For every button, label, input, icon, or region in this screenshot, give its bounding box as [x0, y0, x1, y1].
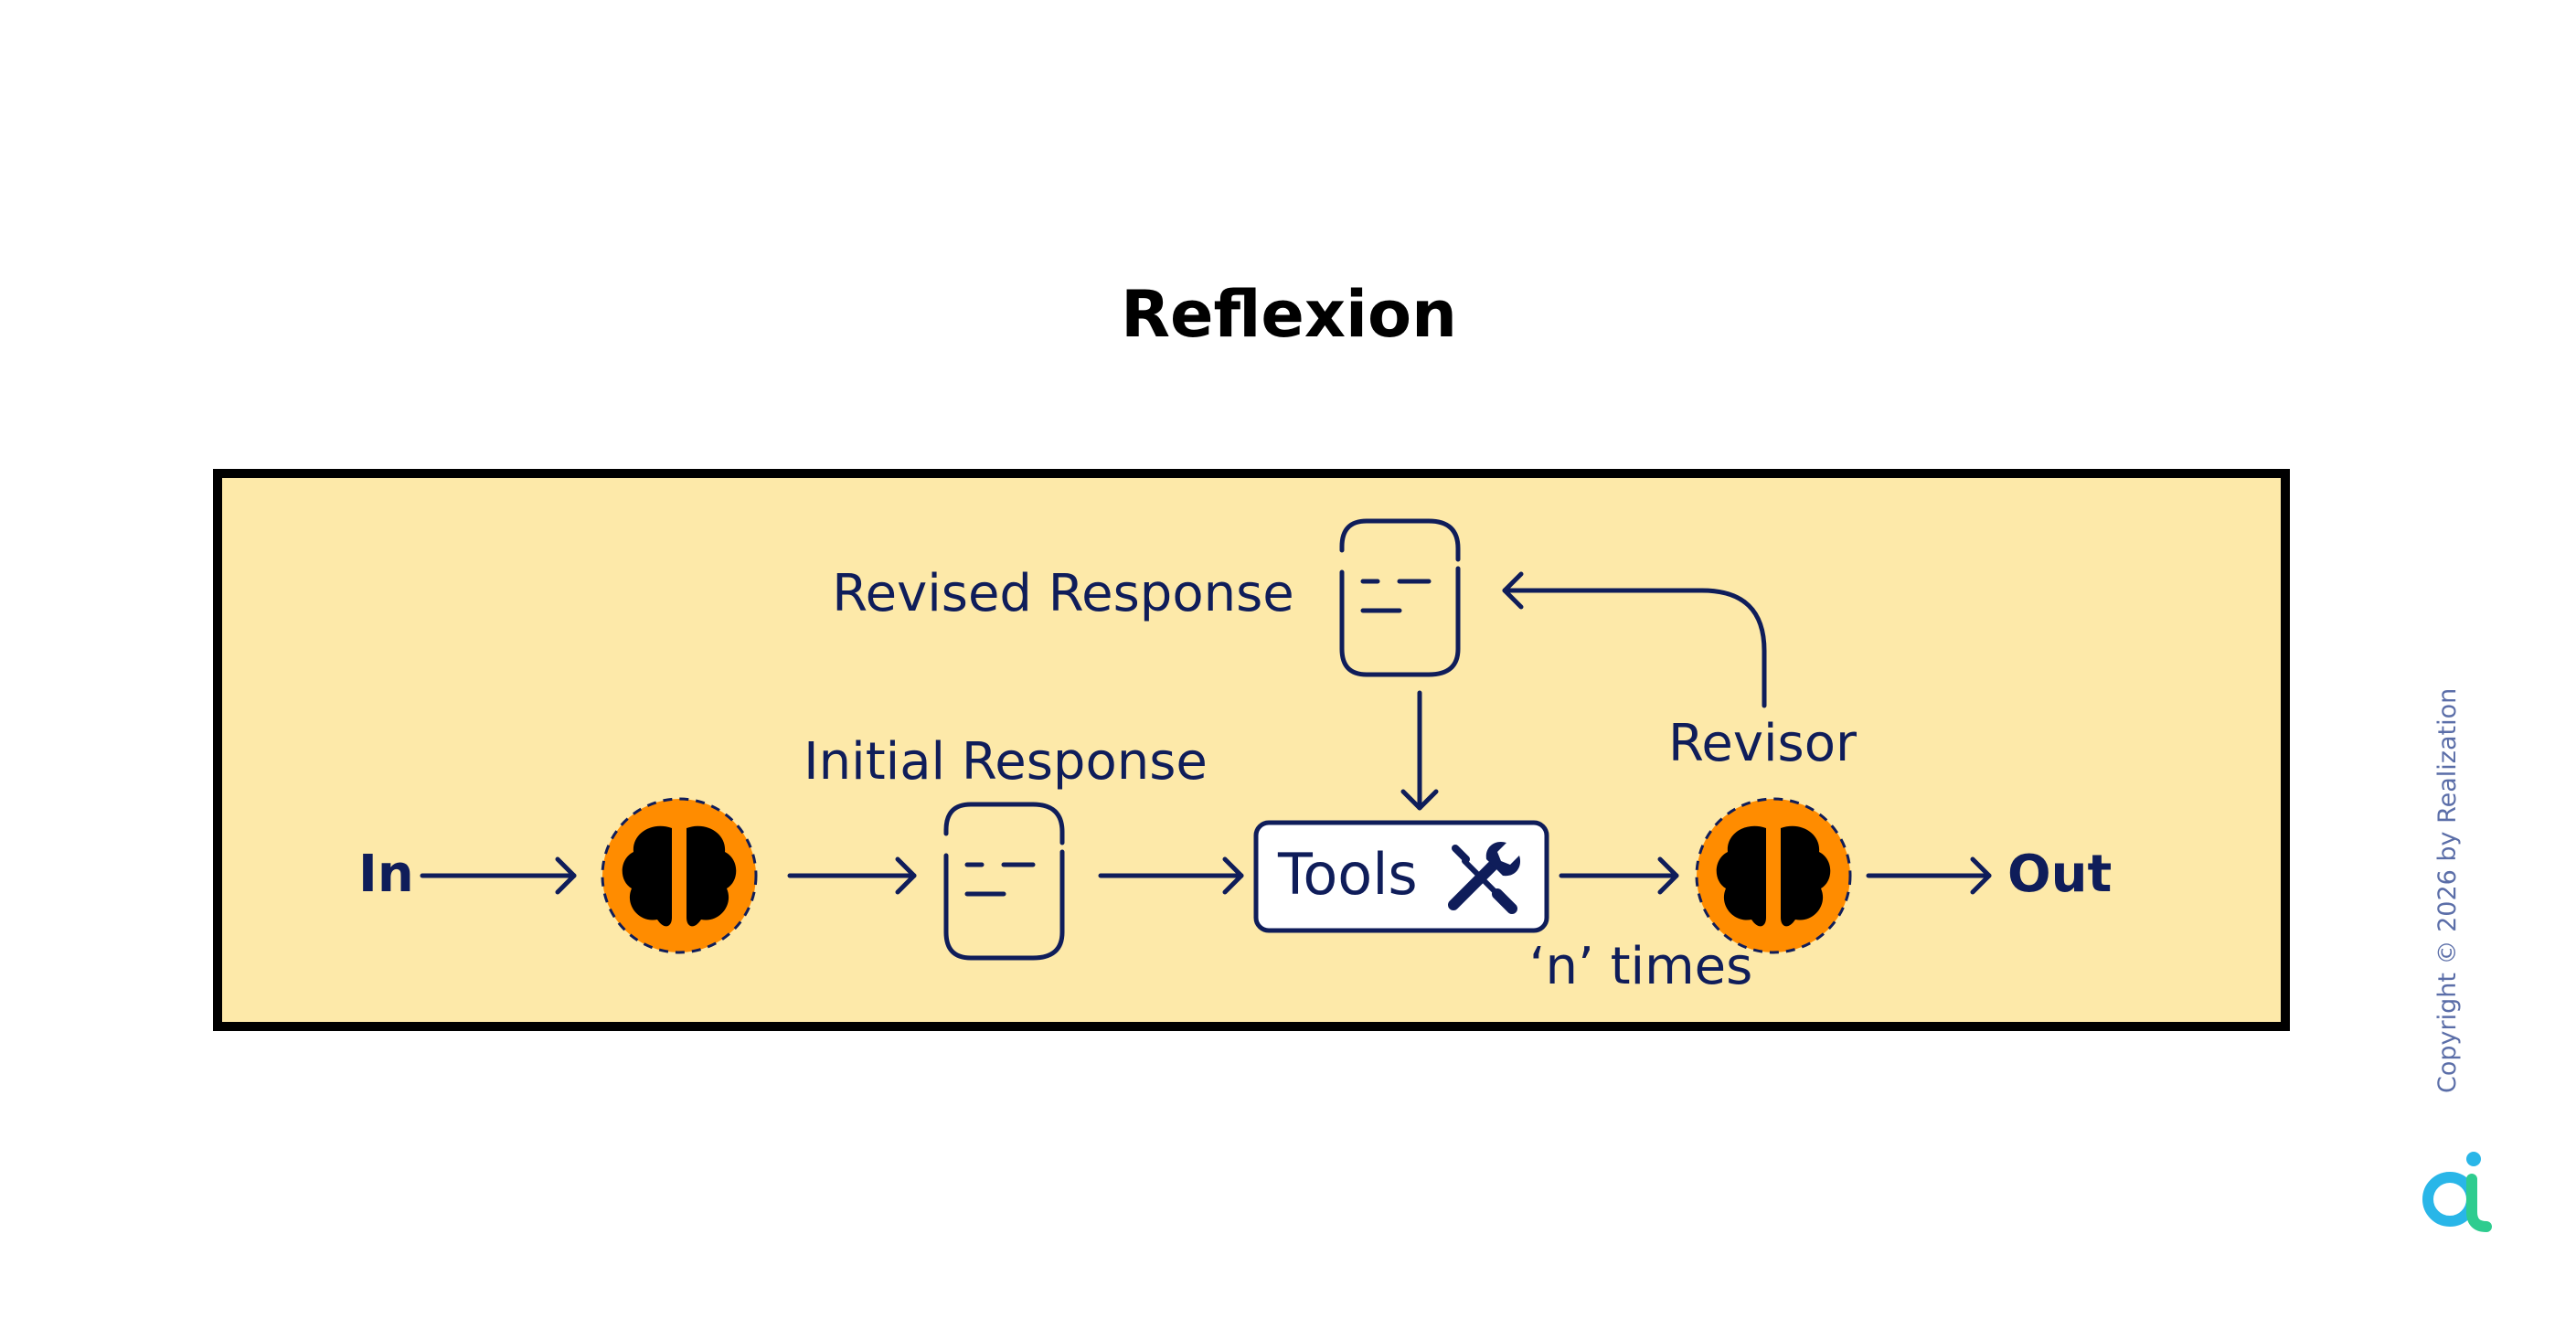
- tools-box: Tools: [1253, 820, 1549, 933]
- diagram-panel: [213, 469, 2290, 1031]
- revisor-label: Revisor: [1668, 714, 1857, 773]
- revised-response-label: Revised Response: [832, 564, 1293, 623]
- arrow-revisor-to-out: [1866, 856, 1992, 895]
- page-title: Reflexion: [1121, 277, 1457, 352]
- arrow-tools-to-revisor: [1559, 856, 1679, 895]
- tools-label: Tools: [1277, 841, 1418, 908]
- arrow-revised-response-to-tools: [1400, 690, 1439, 811]
- realization-logo-icon: [2422, 1152, 2492, 1232]
- in-label: In: [358, 845, 414, 904]
- out-label: Out: [2007, 845, 2112, 904]
- wrench-screwdriver-icon: [1448, 841, 1521, 914]
- arrow-initial-response-to-tools: [1098, 856, 1244, 895]
- n-times-label: ‘n’ times: [1529, 937, 1753, 996]
- brain-icon: [601, 797, 758, 954]
- initial-response-icon: [943, 802, 1065, 961]
- arrow-llm-to-initial-response: [787, 856, 917, 895]
- initial-response-label: Initial Response: [804, 732, 1208, 792]
- copyright-text: Copyright © 2026 by Realization: [2433, 688, 2462, 1093]
- arrow-revisor-to-revised-response: [1502, 571, 1767, 708]
- revised-response-icon: [1339, 518, 1461, 677]
- revisor-brain-icon: [1695, 797, 1852, 954]
- arrow-in-to-llm: [420, 856, 577, 895]
